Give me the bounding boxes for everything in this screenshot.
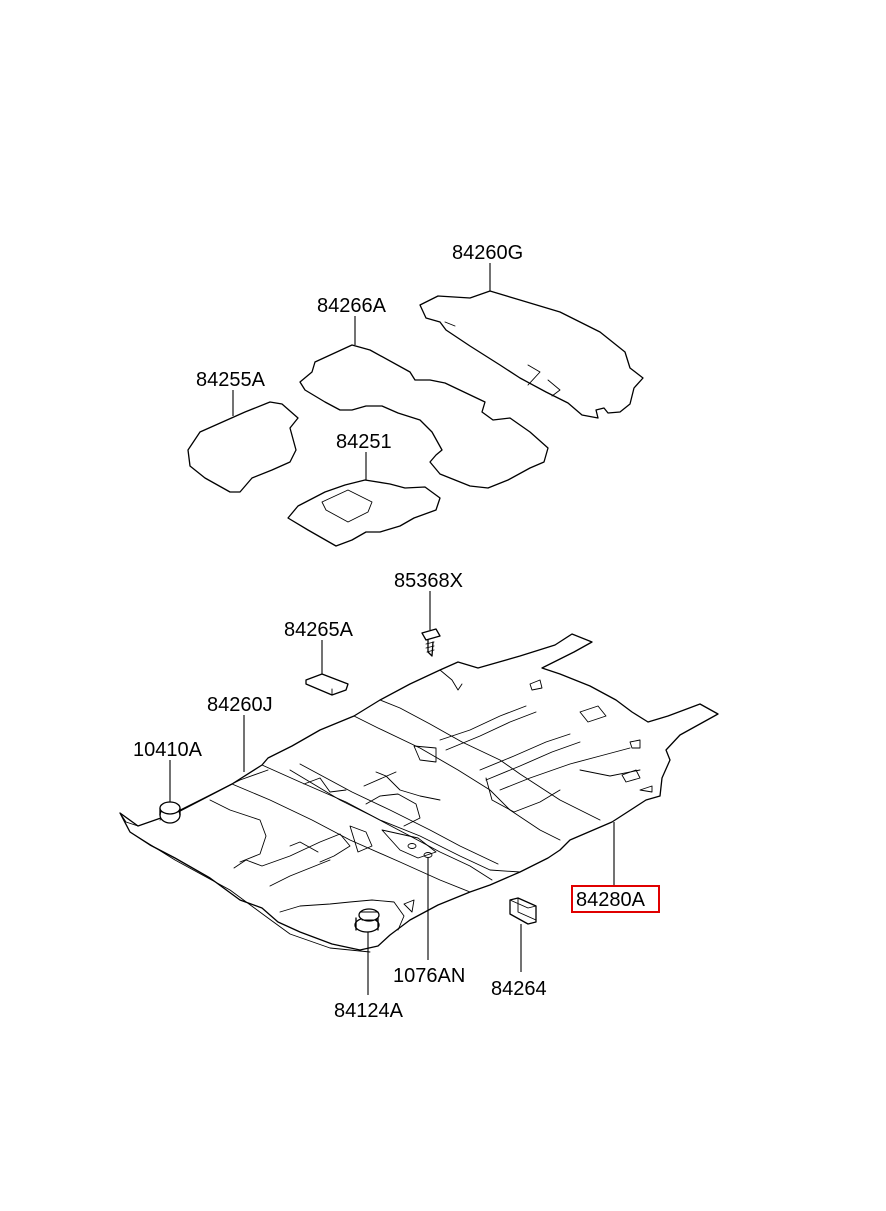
callout-84255a[interactable]: 84255A xyxy=(196,369,266,391)
callout-1076an[interactable]: 1076AN xyxy=(393,965,465,987)
mat-84266a[interactable] xyxy=(299,344,549,489)
grommet-84124a[interactable] xyxy=(354,908,380,933)
pad-84264[interactable] xyxy=(509,897,537,925)
callout-84264[interactable]: 84264 xyxy=(491,978,547,1000)
callout-85368x[interactable]: 85368X xyxy=(394,570,463,592)
carpet-84280a[interactable] xyxy=(119,633,719,953)
mat-84260g[interactable] xyxy=(419,290,644,419)
clip-10410a[interactable] xyxy=(159,801,181,824)
callout-84280a[interactable]: 84280A xyxy=(576,889,646,911)
mat-84255a[interactable] xyxy=(187,401,299,493)
mat-84251[interactable] xyxy=(287,479,441,547)
callout-84266a[interactable]: 84266A xyxy=(317,295,387,317)
screw-85368x[interactable] xyxy=(421,628,441,657)
highlight-box-84280a xyxy=(571,885,660,913)
callout-84124a[interactable]: 84124A xyxy=(334,1000,404,1022)
callout-84251[interactable]: 84251 xyxy=(336,431,392,453)
pad-84265a[interactable] xyxy=(305,673,349,696)
callout-10410a[interactable]: 10410A xyxy=(133,739,203,761)
callout-84260j[interactable]: 84260J xyxy=(207,694,273,716)
callout-84265a[interactable]: 84265A xyxy=(284,619,354,641)
callout-84260g[interactable]: 84260G xyxy=(452,242,523,264)
